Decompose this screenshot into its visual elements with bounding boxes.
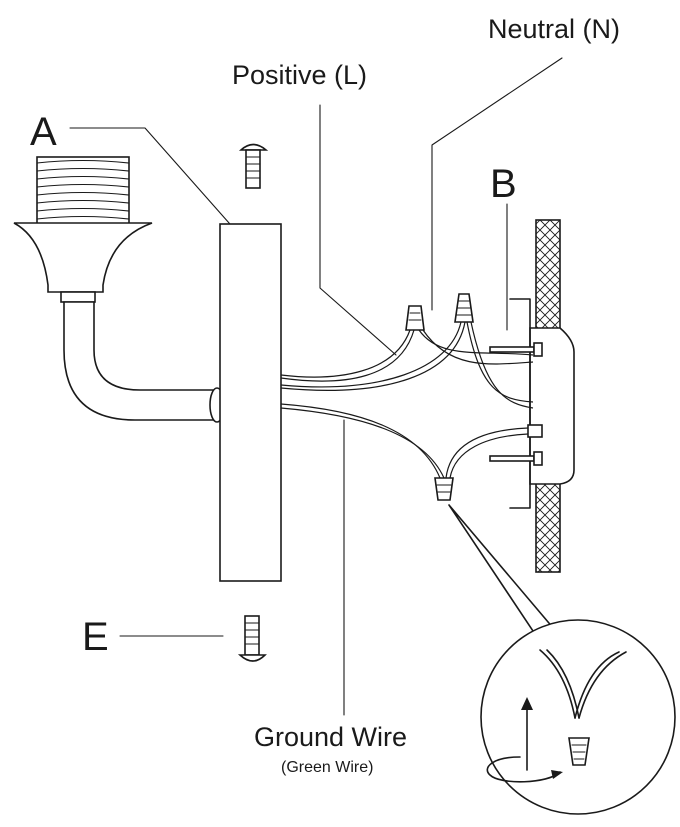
- junction-box-b: [529, 327, 575, 485]
- part-b-label: B: [490, 162, 517, 206]
- mounting-strap: [509, 298, 531, 509]
- socket-thread-body: [36, 156, 130, 226]
- socket-threads: [36, 159, 130, 220]
- socket-neck: [60, 291, 96, 303]
- magnifier-cone: [448, 504, 566, 647]
- leader-lines: [69, 57, 563, 716]
- lamp-socket: [13, 156, 153, 303]
- wire-nut-left: [405, 305, 425, 331]
- leader-neutral: [431, 57, 563, 311]
- wire-nut-ground: [434, 477, 454, 501]
- magnifier-contents: [486, 649, 627, 783]
- neutral-label: Neutral (N): [488, 14, 620, 44]
- sconce-arm: [63, 301, 221, 421]
- ground-wire-note: (Green Wire): [281, 759, 373, 776]
- backplate-a: [219, 223, 282, 582]
- leader-positive: [319, 104, 397, 356]
- rotate-arrow-icon: [486, 697, 563, 783]
- part-e-label: E: [82, 615, 109, 659]
- top-screw: [238, 143, 269, 189]
- positive-label: Positive (L): [232, 60, 367, 90]
- ground-wire-label: Ground Wire: [254, 722, 407, 752]
- wires: [280, 321, 534, 479]
- socket-cup: [13, 222, 153, 293]
- mounting-bolts: [489, 342, 543, 466]
- bottom-screw-e: [237, 615, 267, 662]
- wire-nut-detail: [568, 737, 590, 766]
- wire-nut-right: [454, 293, 474, 323]
- leader-part-a: [69, 127, 238, 233]
- part-a-label: A: [30, 110, 57, 154]
